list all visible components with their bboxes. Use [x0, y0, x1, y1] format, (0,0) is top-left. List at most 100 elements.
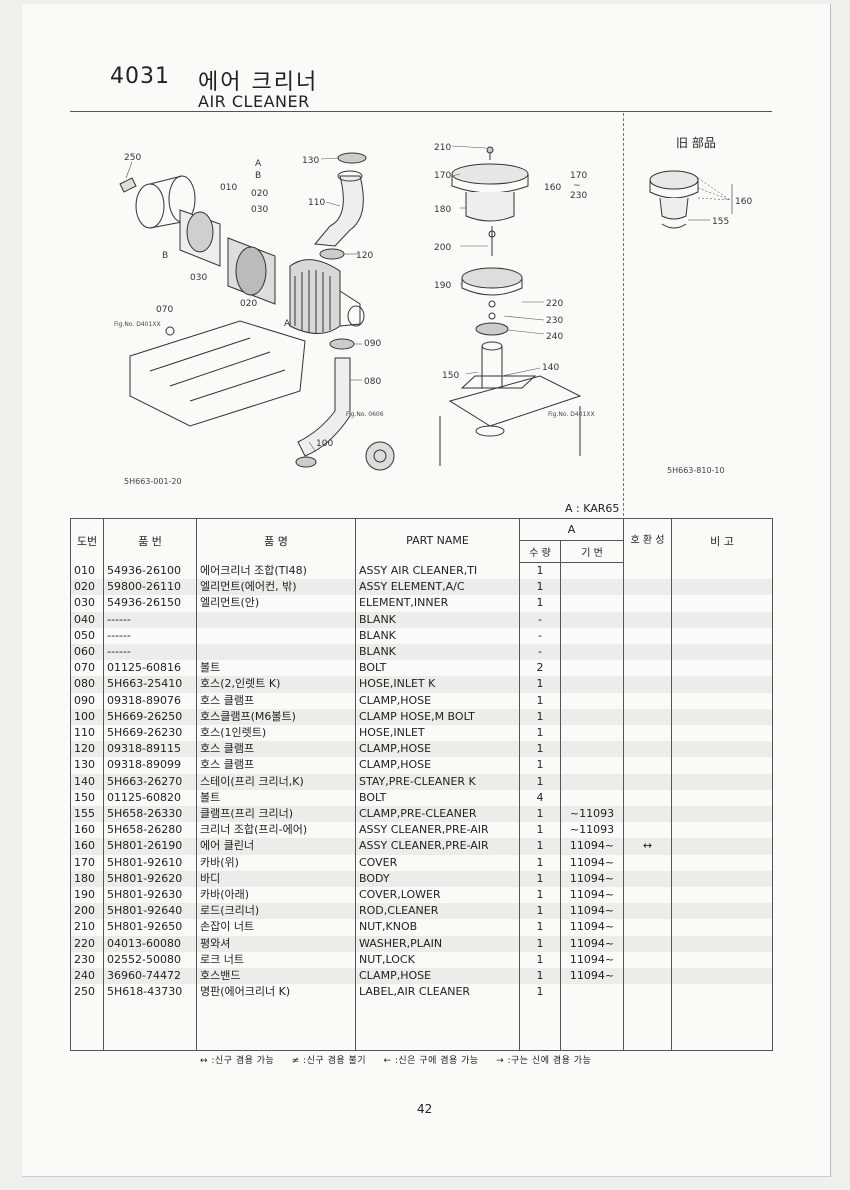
empty-cell [103, 1000, 197, 1052]
callout-160-tilde: ~ [573, 181, 581, 191]
section-title-korean: 에어 크리너 [198, 70, 319, 95]
callout-220: 220 [546, 299, 563, 309]
row-remarks [671, 870, 773, 888]
section-title-english: AIR CLEANER [198, 92, 310, 111]
row-qty: 2 [519, 660, 561, 677]
callout-b: B [162, 251, 168, 261]
row-part-kr: 클램프(프리 크리너) [196, 806, 356, 823]
row-remarks [671, 595, 773, 612]
row-qty: 1 [519, 757, 561, 774]
exploded-parts-diagram: 250 130 010 A B 020 030 110 120 030 020 … [114, 143, 595, 471]
row-serial [560, 984, 624, 1001]
row-qty: 1 [519, 870, 561, 888]
row-no: 080 [70, 676, 104, 693]
callout-070: 070 [156, 305, 173, 315]
row-no: 200 [70, 903, 104, 920]
row-no: 190 [70, 887, 104, 904]
row-part-name: WASHER,PLAIN [355, 935, 520, 952]
table-row: 050------BLANK- [70, 627, 773, 645]
row-part-kr: 에어크리너 조합(TI48) [196, 562, 356, 580]
callout-120: 120 [356, 251, 373, 261]
row-part-name: NUT,LOCK [355, 951, 520, 969]
row-serial [560, 692, 624, 709]
row-remarks [671, 611, 773, 628]
row-serial: 11094~ [560, 919, 624, 936]
parts-table: 도번 품 번 품 명 PART NAME A 호 환 성 비 고 수 량 기 번… [70, 518, 773, 1052]
row-serial: 11094~ [560, 838, 624, 855]
row-serial: 11094~ [560, 887, 624, 904]
row-interchange [623, 611, 672, 628]
row-part-kr [196, 627, 356, 645]
callout-190: 190 [434, 281, 451, 291]
row-interchange [623, 741, 672, 758]
callout-230: 230 [546, 316, 563, 326]
row-no: 130 [70, 757, 104, 774]
row-part-name: ASSY AIR CLEANER,TI [355, 562, 520, 580]
old-callout-160: 160 [735, 197, 752, 207]
row-part-code: 5H658-26330 [103, 806, 197, 823]
row-qty: 1 [519, 919, 561, 936]
row-part-name: BLANK [355, 611, 520, 628]
row-qty: 1 [519, 708, 561, 726]
row-no: 120 [70, 741, 104, 758]
row-part-code: 5H801-92610 [103, 854, 197, 871]
row-remarks [671, 725, 773, 742]
row-remarks [671, 887, 773, 904]
legend-both-ways: ↔ :신구 겸용 가능 [200, 1056, 275, 1066]
row-part-kr: 엘리먼트(안) [196, 595, 356, 612]
fig-ref-middle: Fig.No. 0606 [346, 411, 384, 418]
row-serial: 11094~ [560, 903, 624, 920]
callout-080: 080 [364, 377, 381, 387]
old-part-diagram: 160 155 [649, 170, 752, 229]
row-part-name: BLANK [355, 644, 520, 661]
row-serial [560, 627, 624, 645]
row-serial [560, 562, 624, 580]
row-part-name: CLAMP,HOSE [355, 741, 520, 758]
row-part-kr: 평와셔 [196, 935, 356, 952]
row-qty: 1 [519, 838, 561, 855]
row-part-code: 04013-60080 [103, 935, 197, 952]
row-serial: 11094~ [560, 854, 624, 871]
row-part-name: ROD,CLEANER [355, 903, 520, 920]
row-remarks [671, 773, 773, 790]
row-interchange [623, 676, 672, 693]
row-part-kr: 호스 클램프 [196, 692, 356, 709]
callout-250: 250 [124, 153, 141, 163]
row-part-kr [196, 611, 356, 628]
row-part-kr: 호스(1인렛트) [196, 725, 356, 742]
callout-160-230: 230 [570, 191, 587, 201]
row-remarks [671, 854, 773, 871]
row-no: 100 [70, 708, 104, 726]
row-interchange [623, 692, 672, 709]
row-interchange [623, 627, 672, 645]
legend-old-fits-new: → :구는 신에 겸용 가능 [496, 1056, 592, 1066]
callout-010-b: B [255, 171, 261, 181]
row-part-name: ELEMENT,INNER [355, 595, 520, 612]
row-remarks [671, 708, 773, 726]
row-serial [560, 741, 624, 758]
row-no: 050 [70, 627, 104, 645]
diagram-caption-left: 5H663-001-20 [124, 477, 182, 486]
row-serial [560, 660, 624, 677]
row-serial [560, 725, 624, 742]
empty-cell [560, 1000, 624, 1052]
row-interchange [623, 984, 672, 1001]
row-part-code: 5H801-26190 [103, 838, 197, 855]
row-no: 170 [70, 854, 104, 871]
row-remarks [671, 806, 773, 823]
row-serial: 11094~ [560, 870, 624, 888]
empty-cell [196, 1000, 356, 1052]
row-part-kr: 볼트 [196, 660, 356, 677]
fig-ref-right: Fig.No. D401XX [548, 411, 595, 418]
row-part-kr: 스테이(프리 크리너,K) [196, 773, 356, 790]
empty-cell [70, 1000, 104, 1052]
row-part-name: COVER,LOWER [355, 887, 520, 904]
row-interchange [623, 773, 672, 790]
row-remarks [671, 919, 773, 936]
